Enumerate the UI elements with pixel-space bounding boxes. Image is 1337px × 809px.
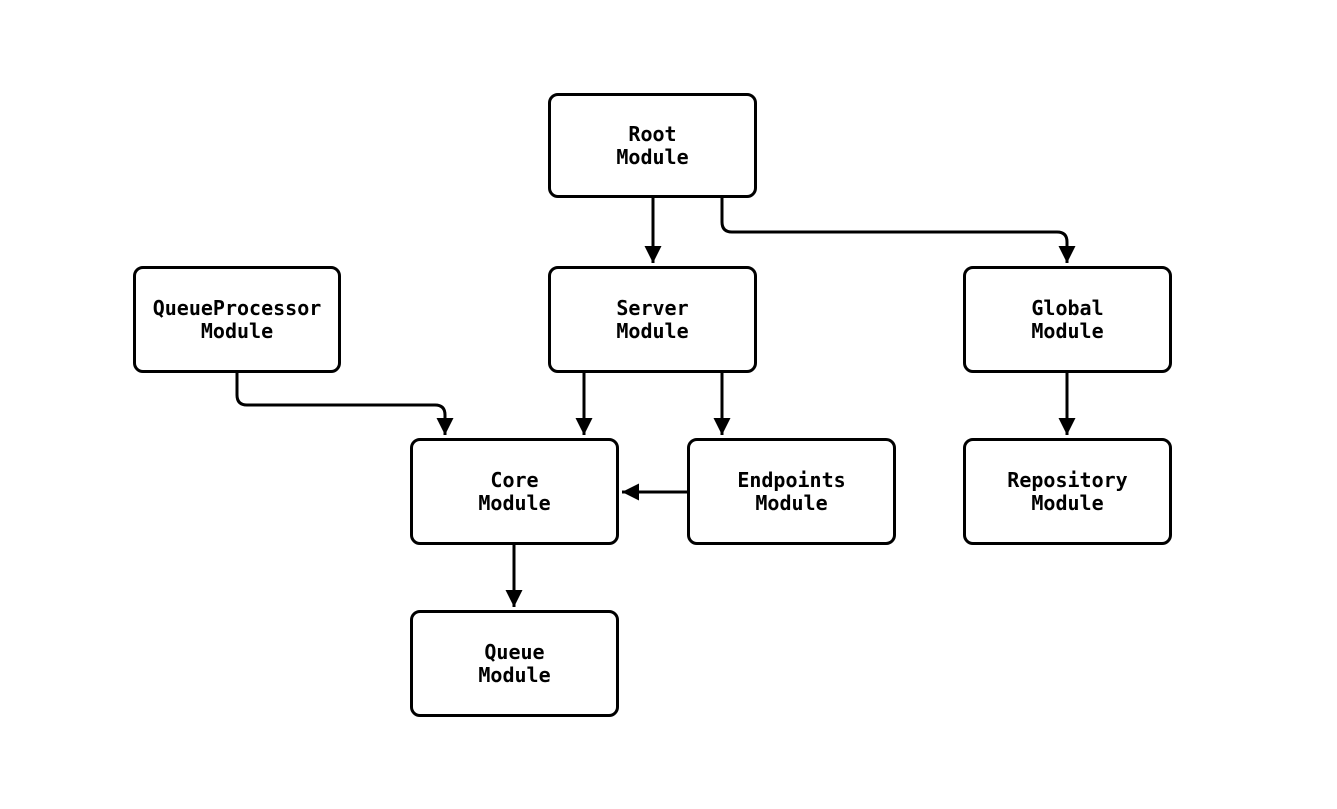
node-root-module: Root Module — [548, 93, 757, 198]
node-queueprocessor-module: QueueProcessor Module — [133, 266, 341, 373]
node-core-module: Core Module — [410, 438, 619, 545]
node-queue-module: Queue Module — [410, 610, 619, 717]
node-global-module: Global Module — [963, 266, 1172, 373]
edge-root-to-global — [720, 198, 1076, 263]
node-endpoints-module: Endpoints Module — [687, 438, 896, 545]
node-server-module: Server Module — [548, 266, 757, 373]
node-repository-module: Repository Module — [963, 438, 1172, 545]
edge-queueprocessor-to-core — [235, 373, 454, 435]
